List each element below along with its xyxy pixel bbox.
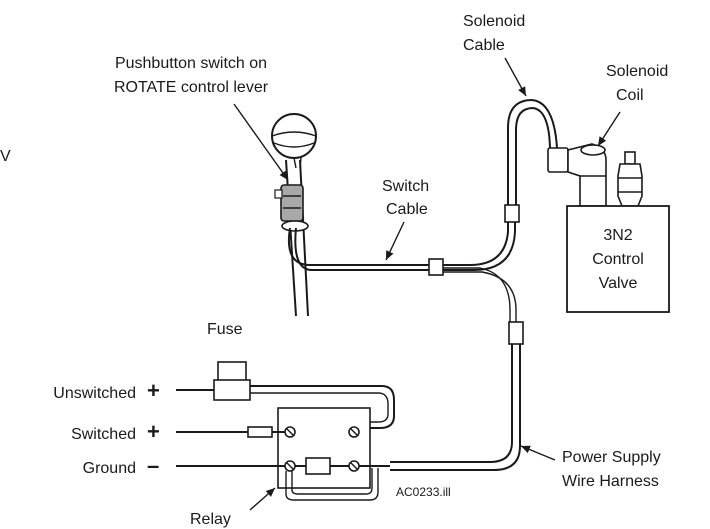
power-supply-label-line2: Wire Harness [562, 473, 659, 490]
fuse [176, 361, 395, 429]
solenoid-cable [504, 98, 559, 223]
edge-fragment-text: V [0, 148, 11, 165]
valve-label-line1: 3N2 [603, 227, 632, 244]
ground-label: Ground [83, 460, 136, 477]
fuse-label: Fuse [207, 321, 243, 338]
solenoid-cable-label-line2: Cable [463, 37, 505, 54]
pushbutton-label-line1: Pushbutton switch on [115, 55, 267, 72]
valve-label-line3: Valve [599, 275, 638, 292]
relay [176, 407, 390, 501]
relay-leader-arrow [249, 487, 276, 511]
control-valve-fitting [617, 151, 643, 207]
pushbutton-switch [274, 184, 309, 232]
switch-cable-leader-arrow [385, 221, 405, 261]
switch-cable-label-line2: Cable [386, 201, 428, 218]
control-valve-box [566, 205, 670, 313]
ground-minus-sign: – [147, 453, 159, 478]
switch-cable [288, 222, 517, 322]
switch-cable-label-line1: Switch [382, 178, 429, 195]
solenoid-coil-label-line1: Solenoid [606, 63, 668, 80]
relay-label: Relay [190, 511, 231, 528]
figure-code: AC0233.ill [396, 485, 451, 499]
lever-knob [271, 113, 317, 159]
unswitched-plus-sign: + [147, 378, 160, 403]
power-supply-label-line1: Power Supply [562, 449, 661, 466]
solenoid-cable-label-line1: Solenoid [463, 13, 525, 30]
switched-label: Switched [71, 426, 136, 443]
power-supply-harness [390, 321, 524, 471]
valve-label-line2: Control [592, 251, 644, 268]
solenoid-cable-leader-arrow [504, 57, 527, 97]
pushbutton-label-line2: ROTATE control lever [114, 79, 269, 96]
power-supply-leader-arrow [520, 445, 556, 461]
solenoid-coil [547, 143, 607, 207]
pushbutton-leader-arrow [233, 103, 289, 181]
solenoid-coil-label-line2: Coil [616, 87, 644, 104]
switched-plus-sign: + [147, 419, 160, 444]
unswitched-label: Unswitched [53, 385, 136, 402]
solenoid-coil-leader-arrow [597, 111, 621, 147]
